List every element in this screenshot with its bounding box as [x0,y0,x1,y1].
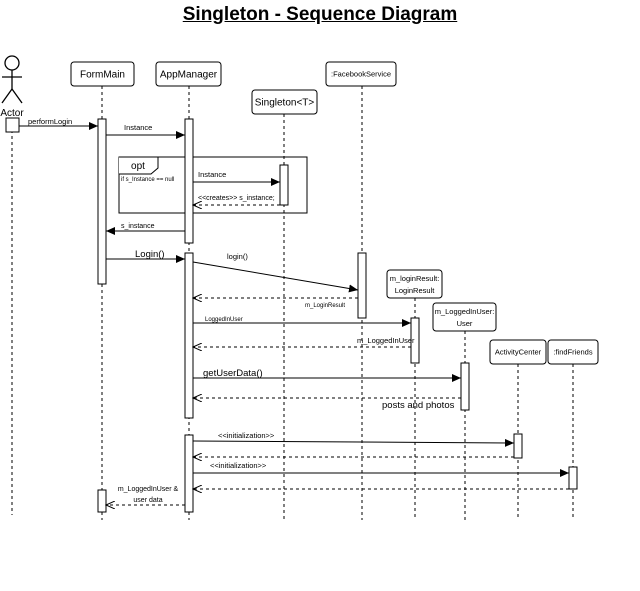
actor-label: Actor [0,108,24,119]
activation-findfriends-10 [568,466,578,490]
activation-appmanager-3 [184,252,194,419]
actor-figure [1,55,23,104]
message-label-perform-login: performLogin [28,117,72,126]
opt-fragment-frame [118,156,308,214]
participant-label-facebookservice: :FacebookService [331,70,391,79]
participant-box-activitycenter [489,339,547,365]
message-label-final-return-0: m_LoggedInUser & [118,486,179,493]
participant-label-singleton: Singleton<T> [255,98,315,109]
participant-box-loggedinuser [432,302,497,332]
fragment-operator: opt [131,161,145,172]
participant-label-loginresult-1: LoginResult [395,286,436,295]
message-label-login-call: Login() [135,249,165,260]
participant-label-formmain: FormMain [80,70,125,81]
activation-loginresult-7 [410,317,420,364]
message-label-logged-in-user-call: LoggedInUser [205,317,243,323]
message-label-instance-call: Instance [124,123,152,132]
participant-box-findfriends [547,339,599,365]
activation-facebookservice-6 [357,252,367,319]
opt-fragment: opt if s_Instance == null [118,156,308,214]
activation-activitycenter-9 [513,433,523,459]
diagram-title: Singleton - Sequence Diagram [182,4,458,25]
actor-activation [5,117,20,133]
activation-appmanager-2 [184,118,194,244]
activation-appmanager-4 [184,434,194,513]
message-label-posts-return: posts and photos [382,400,455,411]
message-label-s-instance-return: s_instance [121,223,155,230]
message-label-init-activity: <<initialization>> [218,431,275,440]
participant-box-appmanager [155,61,222,87]
participant-label-loginresult-0: m_loginResult: [390,274,440,283]
fragment-guard: if s_Instance == null [121,177,174,183]
message-label-final-return-1: user data [133,497,162,504]
message-label-logged-in-user-return: m_LoggedInUser [357,336,415,345]
activation-formmain-0 [97,118,107,285]
participant-label-findfriends: :findFriends [553,348,592,357]
message-label-instance-inner: Instance [198,170,226,179]
participant-box-formmain [70,61,135,87]
activation-singleton-5 [279,164,289,206]
activation-formmain-1 [97,489,107,513]
participant-box-loginresult [386,269,443,299]
participant-box-facebookservice [325,61,397,87]
participant-label-loggedinuser-1: User [457,319,473,328]
message-arrow-login-fb [192,261,359,293]
message-label-login-fb: login() [227,252,248,261]
message-label-creates-return: <<creates>> s_instance; [198,195,275,202]
message-label-login-result-return: m_LoginResult [305,303,345,309]
opt-fragment-tab [119,156,159,175]
activation-loggedinuser-8 [460,362,470,411]
participant-label-loggedinuser-0: m_LoggedInUser: [435,307,495,316]
participant-box-singleton [251,89,318,115]
message-arrow-init-activity [192,438,515,447]
message-label-init-friends: <<initialization>> [210,461,267,470]
participant-label-activitycenter: ActivityCenter [495,348,542,357]
participant-label-appmanager: AppManager [160,70,218,81]
message-label-get-user-data: getUserData() [203,368,263,379]
